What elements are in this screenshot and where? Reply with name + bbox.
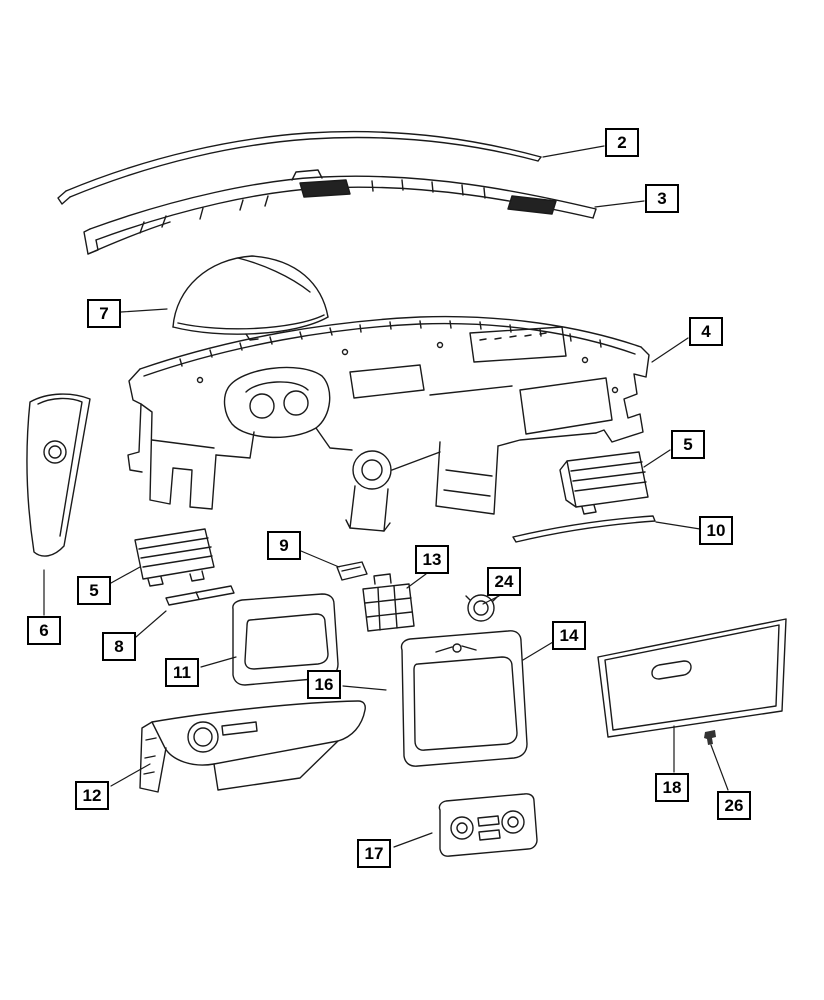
- part-7-cluster-hood: [172, 255, 329, 341]
- callout-6[interactable]: 6: [27, 616, 61, 645]
- callout-2-label: 2: [617, 133, 627, 152]
- callout-3-label: 3: [657, 189, 667, 208]
- callout-16[interactable]: 16: [307, 670, 341, 699]
- callout-12[interactable]: 12: [75, 781, 109, 810]
- callout-24-label: 24: [494, 572, 514, 591]
- callout-7[interactable]: 7: [87, 299, 121, 328]
- part-2-windshield-trim: [57, 130, 542, 205]
- callout-10-label: 10: [706, 521, 726, 540]
- callout-14[interactable]: 14: [552, 621, 586, 650]
- callout-5-left[interactable]: 5: [77, 576, 111, 605]
- callout-26-label: 26: [724, 796, 744, 815]
- part-8-trim-strip: [165, 585, 235, 606]
- part-13-switch-bank: [362, 573, 415, 632]
- callout-6-label: 6: [39, 621, 49, 640]
- callout-13[interactable]: 13: [415, 545, 449, 574]
- callout-26[interactable]: 26: [717, 791, 751, 820]
- callout-11[interactable]: 11: [165, 658, 199, 687]
- part-5-left-vent: [134, 528, 215, 587]
- callout-4-label: 4: [701, 322, 711, 341]
- part-26-clip: [704, 730, 716, 745]
- part-17-climate-control: [438, 793, 538, 857]
- leader-lines: [43, 145, 729, 848]
- callout-12-label: 12: [82, 786, 102, 805]
- callout-16-label: 16: [314, 675, 334, 694]
- part-5-right-vent: [559, 451, 649, 515]
- part-3-defroster-panel: [83, 169, 597, 255]
- part-18-glovebox-door: [597, 618, 787, 738]
- part-12-knee-bolster: [139, 700, 366, 793]
- callout-10[interactable]: 10: [699, 516, 733, 545]
- part-4-instrument-panel: [127, 315, 650, 532]
- callout-17[interactable]: 17: [357, 839, 391, 868]
- callout-24[interactable]: 24: [487, 567, 521, 596]
- callout-3[interactable]: 3: [645, 184, 679, 213]
- part-9-bracket: [336, 561, 368, 581]
- part-11-cluster-bezel: [232, 593, 339, 686]
- callout-2[interactable]: 2: [605, 128, 639, 157]
- callout-8[interactable]: 8: [102, 632, 136, 661]
- callout-5-left-label: 5: [89, 581, 99, 600]
- callout-5-right-label: 5: [683, 435, 693, 454]
- callout-9-label: 9: [279, 536, 289, 555]
- part-10-trim-strip: [512, 515, 656, 543]
- callout-17-label: 17: [364, 844, 384, 863]
- callout-18[interactable]: 18: [655, 773, 689, 802]
- callout-7-label: 7: [99, 304, 109, 323]
- callout-14-label: 14: [559, 626, 579, 645]
- callout-13-label: 13: [422, 550, 442, 569]
- part-6-end-panel: [26, 393, 91, 557]
- callout-9[interactable]: 9: [267, 531, 301, 560]
- callout-5-right[interactable]: 5: [671, 430, 705, 459]
- callout-18-label: 18: [662, 778, 682, 797]
- callout-4[interactable]: 4: [689, 317, 723, 346]
- callout-8-label: 8: [114, 637, 124, 656]
- part-14-center-bezel: [400, 630, 528, 767]
- callout-11-label: 11: [173, 663, 191, 682]
